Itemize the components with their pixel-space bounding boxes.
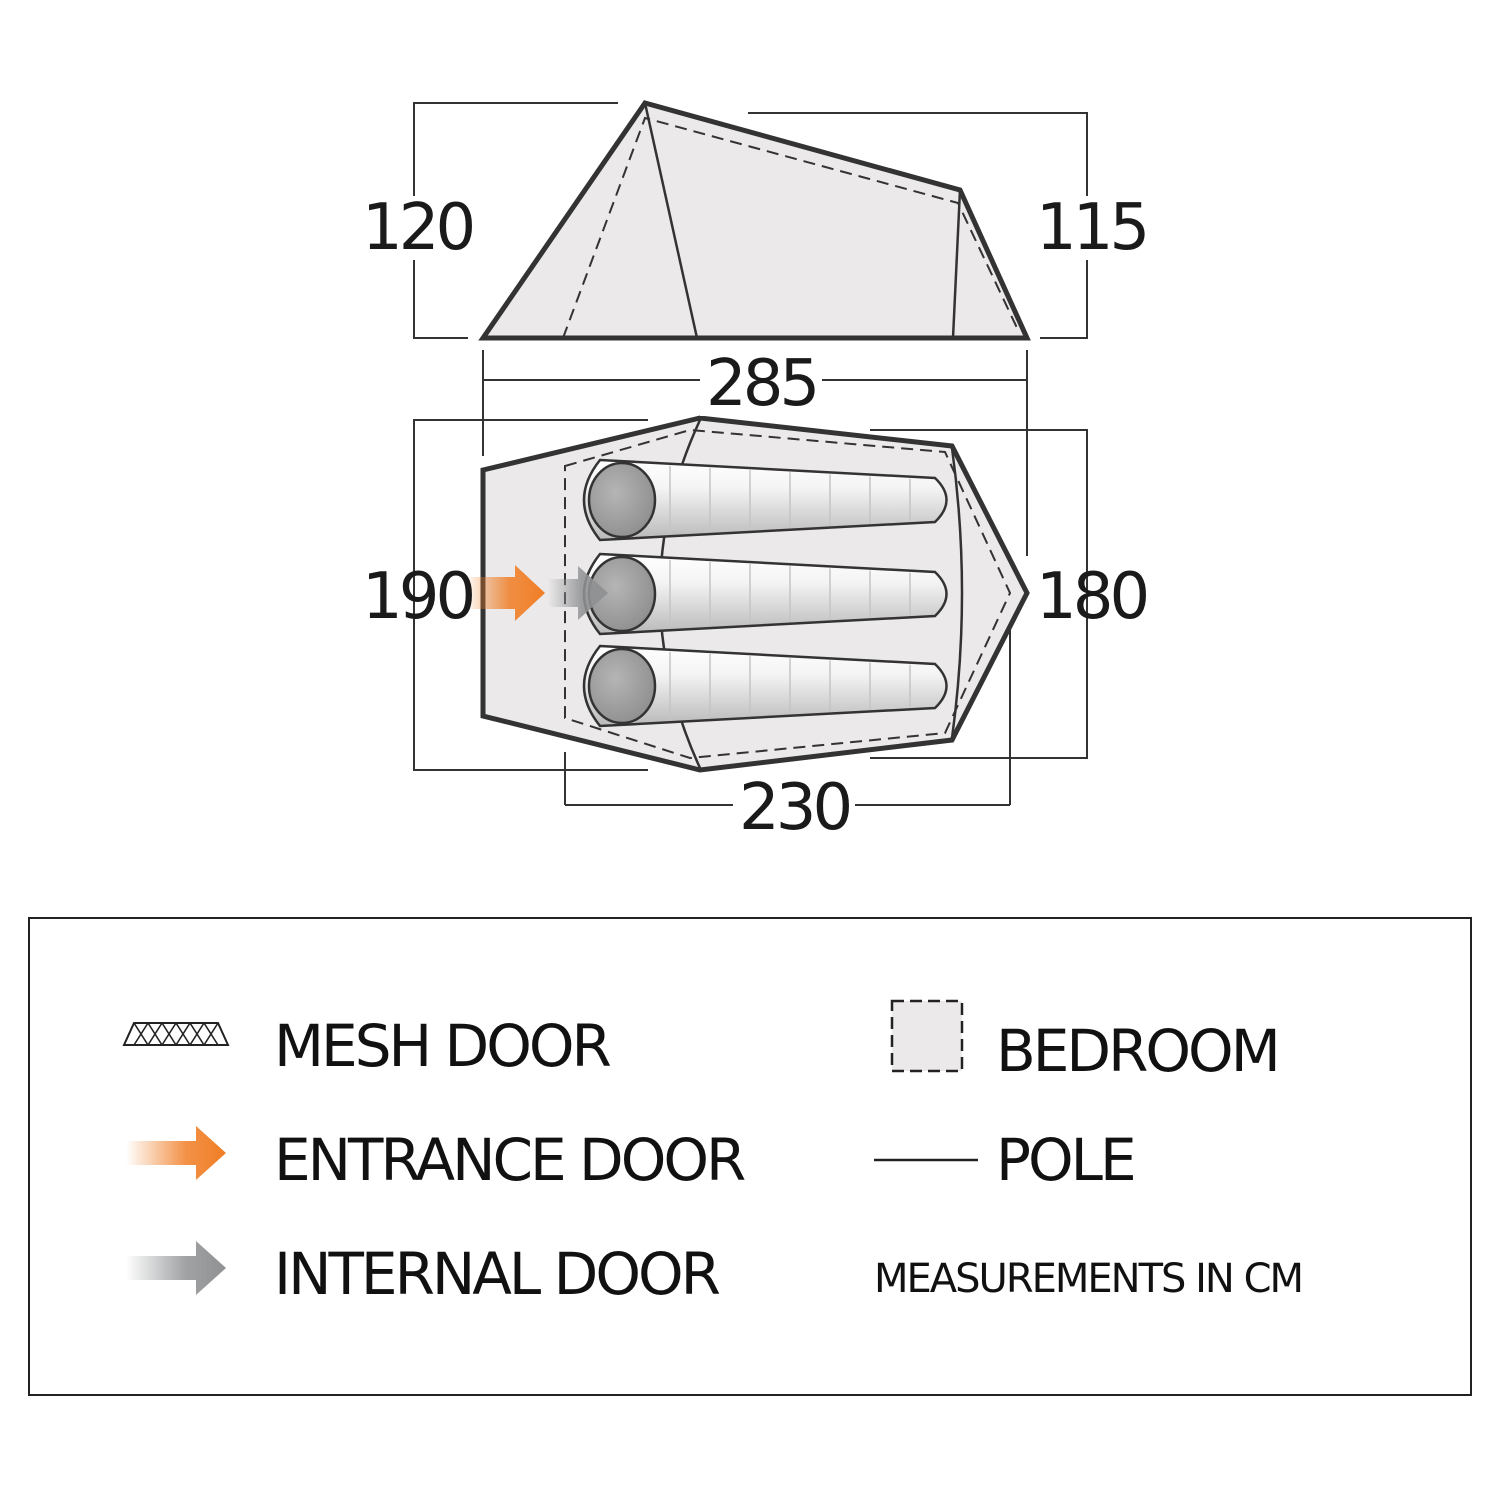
sleeping-bags: [582, 458, 948, 728]
plan-view: [465, 415, 1030, 773]
legend-bedroom-label: BEDROOM: [996, 1017, 1281, 1085]
dashed-square-icon: [890, 999, 964, 1073]
dim-overall-length: 285: [700, 352, 823, 416]
legend-pole-label: POLE: [996, 1126, 1137, 1194]
pillow: [587, 647, 657, 725]
plan-inner-dashed: [564, 428, 1012, 760]
dim-rear-height: 115: [1036, 191, 1150, 265]
grey-arrow-icon: [126, 1241, 226, 1295]
sleeping-bag: [582, 458, 948, 542]
line-icon: [874, 1158, 978, 1162]
units-note: MEASUREMENTS IN CM: [874, 1256, 1304, 1302]
plan-pole-rear: [950, 447, 964, 739]
dim-rear-width: 180: [1036, 560, 1150, 634]
side-inner-dashed: [562, 116, 1019, 339]
dim-front-width: 190: [362, 560, 476, 634]
side-elevation: [478, 100, 1031, 341]
side-pole-front: [643, 102, 699, 339]
legend-entrance-door-label: ENTRANCE DOOR: [274, 1126, 746, 1194]
entrance-door-arrow: [465, 565, 545, 621]
legend-internal-door-label: INTERNAL DOOR: [274, 1240, 721, 1308]
mesh-door-icon: [122, 1022, 230, 1046]
side-fly-outline: [478, 100, 1031, 341]
tent-diagram: [413, 100, 1088, 806]
legend-mesh-door-label: MESH DOOR: [274, 1012, 612, 1080]
side-pole-rear: [951, 189, 962, 339]
legend-box: MESH DOOR ENTRANCE DOOR INTERNAL DOOR BE…: [28, 917, 1472, 1396]
orange-arrow-icon: [126, 1126, 226, 1180]
plan-fly-outline: [480, 415, 1030, 773]
sleeping-bag: [582, 644, 948, 728]
internal-door-arrow: [548, 566, 608, 620]
side-fly: [483, 103, 1027, 338]
pillow: [587, 461, 657, 539]
sleeping-bag: [582, 552, 948, 636]
dim-front-height: 120: [362, 191, 476, 265]
dim-inner-length: 230: [733, 776, 856, 840]
